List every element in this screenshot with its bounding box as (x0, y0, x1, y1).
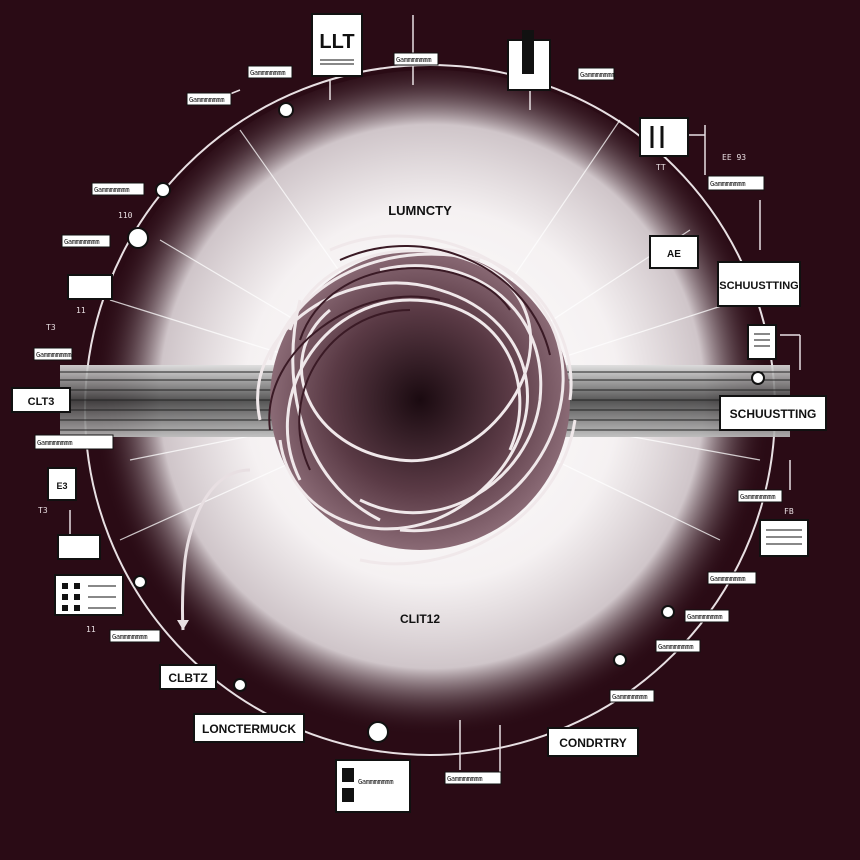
top-center-label: LUMNCTY (388, 203, 452, 218)
svg-text:SCHUUSTTING: SCHUUSTTING (719, 280, 798, 292)
svg-text:CONDRTRY: CONDRTRY (559, 736, 627, 750)
callout-left-cube: CLBTZ (159, 664, 217, 690)
callout-bottom-right: CONDRTRY (547, 727, 639, 757)
svg-text:Gammmmmmm: Gammmmmmm (710, 180, 745, 188)
svg-text:Gammmmmmm: Gammmmmmm (658, 643, 693, 651)
svg-text:LONCTERMUCK: LONCTERMUCK (202, 722, 296, 736)
small-label: Gammmmmmm (247, 65, 293, 79)
small-label: Gammmmmmm (61, 234, 111, 248)
right-ae-box: AE (649, 235, 699, 269)
right-ii-box (639, 117, 689, 157)
small-label: Gammmmmmm (91, 182, 145, 196)
small-label: Gammmmmmm (109, 629, 161, 643)
small-label: Gammmmmmm (393, 52, 439, 66)
svg-text:Gammmmmmm: Gammmmmmm (580, 71, 615, 79)
small-label: Gammmmmmm (577, 67, 616, 81)
right-doc-box (747, 324, 777, 360)
svg-text:CLBTZ: CLBTZ (168, 671, 207, 685)
callout-right-band: SCHUUSTTING (719, 395, 827, 431)
svg-text:Gammmmmmm: Gammmmmmm (396, 56, 431, 64)
right-lower-doc (759, 519, 809, 557)
small-label: Gammmmmmm (33, 347, 73, 361)
svg-text:CLT3: CLT3 (28, 396, 55, 408)
svg-text:Gammmmmmm: Gammmmmmm (447, 775, 482, 783)
callout-left-band: CLT3 (11, 387, 71, 413)
svg-text:Gammmmmmm: Gammmmmmm (612, 693, 647, 701)
svg-text:Gammmmmmm: Gammmmmmm (36, 351, 71, 359)
small-label: Gammmmmmm (34, 434, 114, 450)
tick-text: T3 (38, 506, 48, 515)
svg-text:SCHUUSTTING: SCHUUSTTING (730, 407, 817, 421)
small-label-boxes: Gammmmmmm Gammmmmmm Gammmmmmm Gammmmmmm … (33, 52, 783, 785)
svg-text:Gammmmmmm: Gammmmmmm (687, 613, 722, 621)
small-label: Gammmmmmm (737, 489, 783, 503)
top-right-device (507, 30, 551, 91)
svg-text:LLT: LLT (319, 31, 354, 53)
tick-text: FB (784, 507, 794, 516)
svg-text:Gammmmmmm: Gammmmmmm (710, 575, 745, 583)
svg-text:E3: E3 (56, 481, 67, 491)
svg-text:Gammmmmmm: Gammmmmmm (112, 633, 147, 641)
small-label: Gammmmmmm (609, 689, 655, 703)
small-label: Gammmmmmm (186, 92, 232, 106)
tick-text: TT (656, 163, 666, 172)
svg-text:Gammmmmmm: Gammmmmmm (740, 493, 775, 501)
tangled-cable-knot (177, 234, 577, 631)
callout-bottom-left: LONCTERMUCK (193, 713, 305, 743)
svg-text:AE: AE (667, 249, 681, 260)
tick-text: T3 (46, 323, 56, 332)
left-grid-box (54, 574, 124, 616)
callout-top-box: LLT (311, 13, 363, 77)
svg-text:Gammmmmmm: Gammmmmmm (94, 186, 129, 194)
callout-right-upper: SCHUUSTTING (717, 261, 801, 307)
small-label: Gammmmmmm (707, 175, 765, 191)
callout-bottom-center: Gammmmmmm (335, 759, 411, 813)
left-small-box (57, 534, 101, 560)
small-label: Gammmmmmm (707, 571, 757, 585)
svg-text:Gammmmmmm: Gammmmmmm (37, 439, 72, 447)
svg-text:Gammmmmmm: Gammmmmmm (189, 96, 224, 104)
trailing-cable (180, 468, 251, 631)
tick-text: EE 93 (722, 153, 746, 162)
left-cube-box (67, 274, 113, 300)
svg-text:Gammmmmmm: Gammmmmmm (358, 778, 393, 786)
small-label: Gammmmmmm (655, 639, 701, 653)
small-label: Gammmmmmm (444, 771, 502, 785)
small-label: Gammmmmmm (684, 609, 730, 623)
ring-nodes (127, 102, 765, 743)
tick-text: 110 (118, 211, 133, 220)
bottom-center-label: CLIT12 (400, 612, 440, 626)
svg-text:Gammmmmmm: Gammmmmmm (64, 238, 99, 246)
left-e3-box: E3 (47, 467, 77, 501)
tick-text: 11 (86, 625, 96, 634)
svg-text:Gammmmmmm: Gammmmmmm (250, 69, 285, 77)
tick-text: 11 (76, 306, 86, 315)
